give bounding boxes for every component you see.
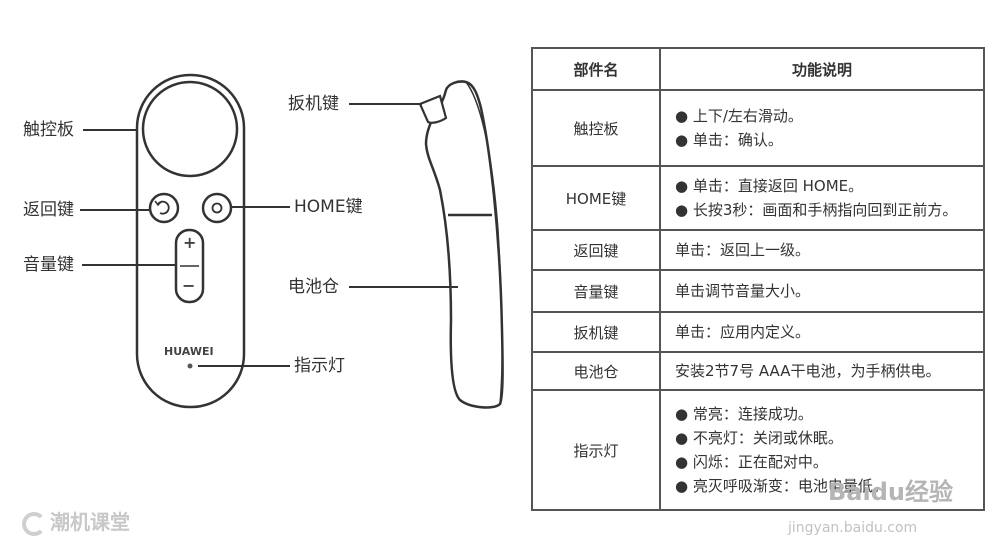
row-desc: ● 常亮：连接成功。 ● 不亮灯：关闭或休眠。 ● 闪烁：正在配对中。 ● 亮灭… xyxy=(659,389,985,511)
desc-line: 单击：返回上一级。 xyxy=(675,241,811,259)
brand-label: HUAWEI xyxy=(164,345,214,358)
row-name: 触控板 xyxy=(531,89,661,167)
controller-side-body xyxy=(424,80,504,409)
desc-line: ● 单击：确认。 xyxy=(675,131,783,149)
row-name: 指示灯 xyxy=(531,389,661,511)
table-row: 电池仓 安装2节7号 AAA干电池，为手柄供电。 xyxy=(531,351,985,391)
volume-minus-icon: − xyxy=(182,276,196,295)
desc-line: ● 长按3秒：画面和手柄指向回到正前方。 xyxy=(675,201,958,219)
header-function: 功能说明 xyxy=(659,47,985,91)
row-name: HOME键 xyxy=(531,165,661,231)
label-indicator: 指示灯 xyxy=(294,356,345,376)
logo-text: 潮机课堂 xyxy=(50,510,130,534)
home-dot-icon xyxy=(211,202,223,214)
label-back-key: 返回键 xyxy=(23,200,74,220)
desc-line: ● 亮灭呼吸渐变：电池电量低。 xyxy=(675,477,888,495)
label-home-key: HOME键 xyxy=(294,197,363,217)
desc-line: ● 单击：直接返回 HOME。 xyxy=(675,177,864,195)
desc-line: 安装2节7号 AAA干电池，为手柄供电。 xyxy=(675,362,941,380)
desc-line: 单击：应用内定义。 xyxy=(675,323,811,341)
desc-line: ● 不亮灯：关闭或休眠。 xyxy=(675,429,843,447)
indicator-dot xyxy=(187,363,193,369)
row-desc: 单击：返回上一级。 xyxy=(659,229,985,271)
row-name: 返回键 xyxy=(531,229,661,271)
watermark-url: jingyan.baidu.com xyxy=(788,520,918,536)
header-part-name: 部件名 xyxy=(531,47,661,91)
spec-table: 部件名 功能说明 触控板 ● 上下/左右滑动。 ● 单击：确认。 HOME键 ●… xyxy=(531,47,985,511)
row-desc: 安装2节7号 AAA干电池，为手柄供电。 xyxy=(659,351,985,391)
back-key-button xyxy=(148,192,180,224)
desc-line: ● 上下/左右滑动。 xyxy=(675,107,803,125)
table-row: HOME键 ● 单击：直接返回 HOME。 ● 长按3秒：画面和手柄指向回到正前… xyxy=(531,165,985,231)
label-battery: 电池仓 xyxy=(288,277,339,297)
logo-c-icon xyxy=(22,511,46,536)
table-header-row: 部件名 功能说明 xyxy=(531,47,985,91)
label-trigger-key: 扳机键 xyxy=(288,94,339,114)
row-name: 扳机键 xyxy=(531,311,661,353)
table-row: 音量键 单击调节音量大小。 xyxy=(531,269,985,313)
row-name: 电池仓 xyxy=(531,351,661,391)
desc-line: 单击调节音量大小。 xyxy=(675,282,811,300)
volume-plus-icon: + xyxy=(183,233,197,252)
table-row: 触控板 ● 上下/左右滑动。 ● 单击：确认。 xyxy=(531,89,985,167)
trigger-key xyxy=(418,94,448,124)
logo: 潮机课堂 xyxy=(22,506,130,536)
watermark-title: Baidu经验 xyxy=(828,478,953,506)
label-volume-key: 音量键 xyxy=(23,255,74,275)
home-key-button xyxy=(201,192,233,224)
table-row: 扳机键 单击：应用内定义。 xyxy=(531,311,985,353)
table-row: 返回键 单击：返回上一级。 xyxy=(531,229,985,271)
row-name: 音量键 xyxy=(531,269,661,313)
row-desc: 单击：应用内定义。 xyxy=(659,311,985,353)
touchpad-circle xyxy=(141,80,239,178)
row-desc: 单击调节音量大小。 xyxy=(659,269,985,313)
desc-line: ● 常亮：连接成功。 xyxy=(675,405,813,423)
table-row: 指示灯 ● 常亮：连接成功。 ● 不亮灯：关闭或休眠。 ● 闪烁：正在配对中。 … xyxy=(531,389,985,511)
desc-line: ● 闪烁：正在配对中。 xyxy=(675,453,828,471)
row-desc: ● 单击：直接返回 HOME。 ● 长按3秒：画面和手柄指向回到正前方。 xyxy=(659,165,985,231)
label-touchpad: 触控板 xyxy=(23,120,74,140)
row-desc: ● 上下/左右滑动。 ● 单击：确认。 xyxy=(659,89,985,167)
